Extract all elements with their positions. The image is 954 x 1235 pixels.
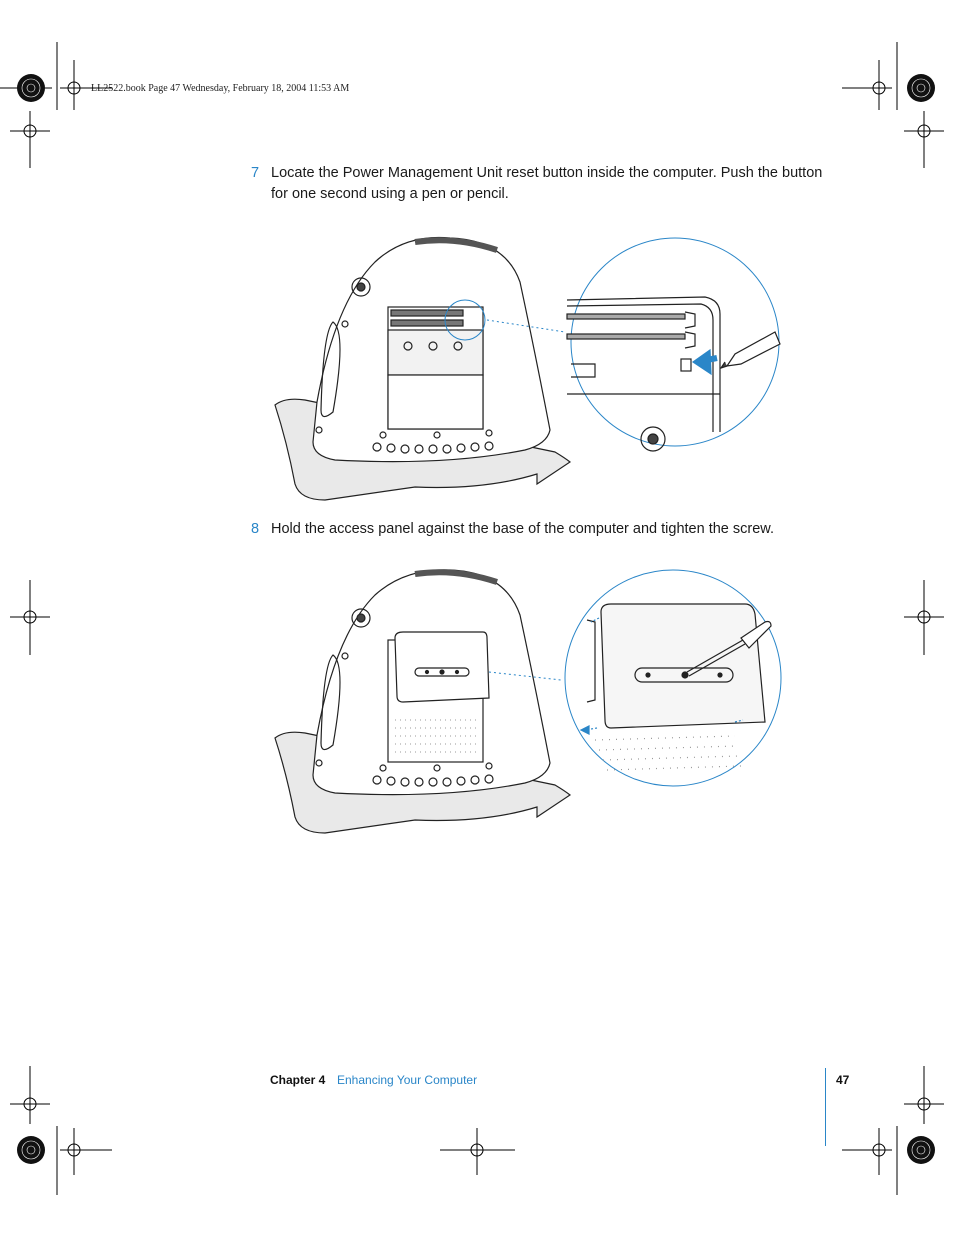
step-text: Hold the access panel against the base o… — [271, 521, 774, 537]
step-text: Locate the Power Management Unit reset b… — [271, 165, 823, 202]
printer-slug: LL2522.book Page 47 Wednesday, February … — [91, 83, 350, 94]
footer-chapter-label: Chapter 4 — [270, 1073, 326, 1087]
footer-rule — [825, 1068, 826, 1146]
step-number: 8 — [251, 521, 260, 537]
illustration-access-panel — [274, 569, 782, 834]
page-number: 47 — [836, 1073, 850, 1087]
footer-chapter-title: Enhancing Your Computer — [337, 1073, 478, 1087]
step-number: 7 — [251, 165, 260, 181]
illustration-pmu-reset — [274, 236, 781, 501]
